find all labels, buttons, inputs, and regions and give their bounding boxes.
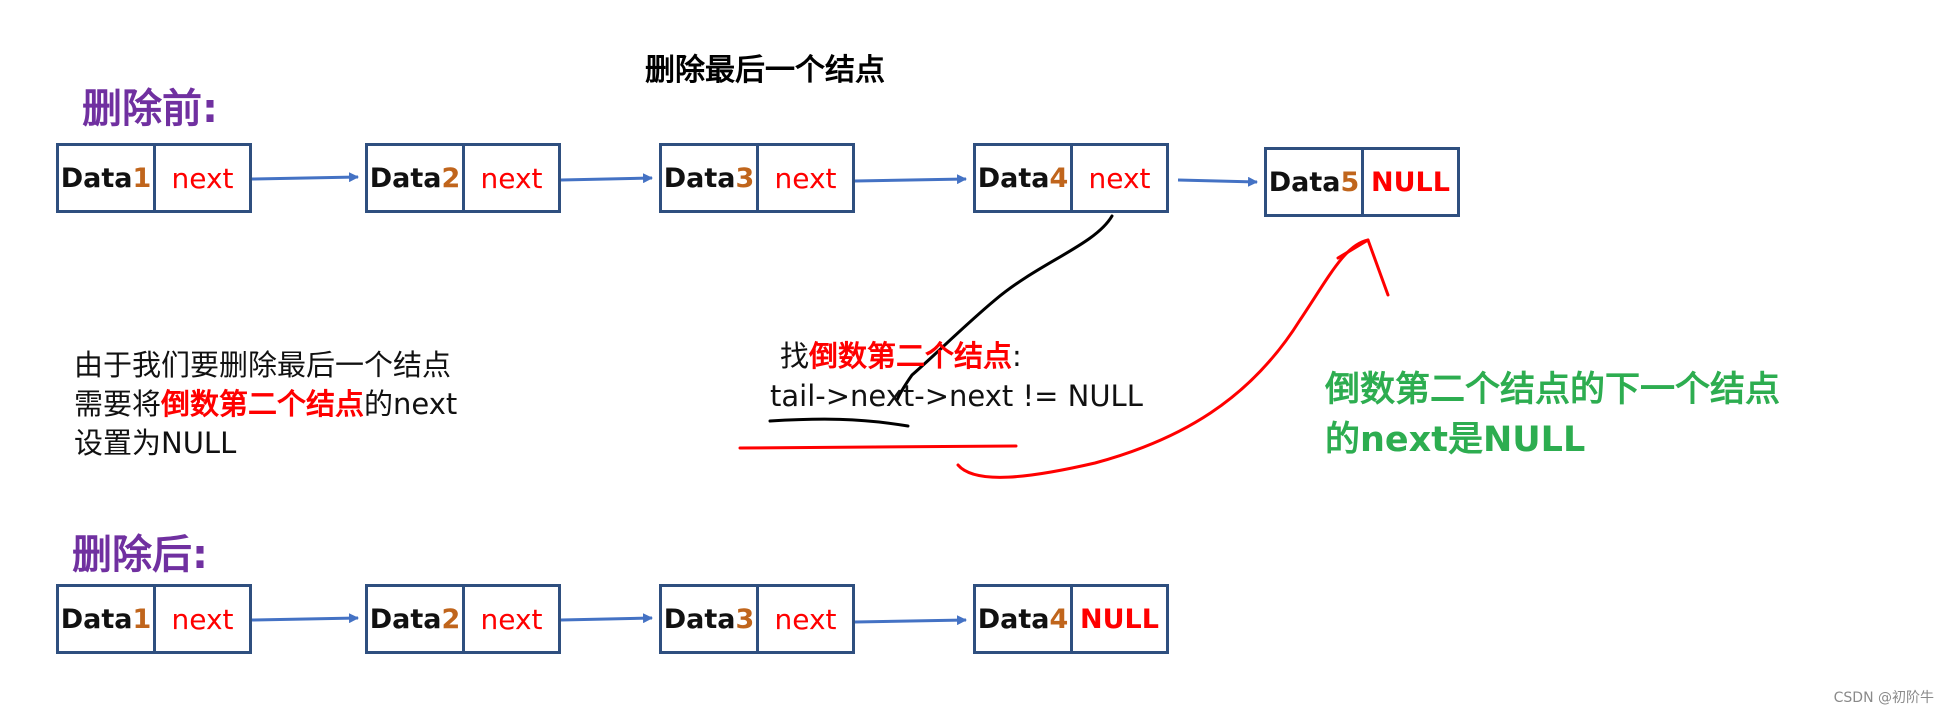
conclusion-line-2: 的next是NULL bbox=[1325, 420, 1586, 460]
explain-post: 的next bbox=[364, 387, 458, 421]
pointer-curve bbox=[895, 214, 1114, 402]
link-arrow bbox=[854, 615, 967, 626]
data-number: 5 bbox=[1340, 166, 1360, 198]
data-label: Data bbox=[663, 603, 736, 635]
find-prefix: 找 bbox=[780, 339, 810, 373]
code-underline bbox=[768, 417, 910, 428]
data-label: Data bbox=[977, 603, 1050, 635]
next-pointer-cell: next bbox=[171, 602, 234, 636]
link-arrow bbox=[854, 174, 967, 185]
red-curve-arrow bbox=[956, 238, 1370, 479]
link-arrow bbox=[251, 172, 359, 183]
conclusion-text: 倒数第二个结点的下一个结点 的next是NULL bbox=[1325, 365, 1780, 465]
next-pointer-cell: next bbox=[171, 161, 234, 195]
red-underline bbox=[738, 444, 1018, 450]
link-arrow bbox=[1177, 176, 1258, 187]
diagram-title: 删除最后一个结点 bbox=[645, 53, 885, 88]
data-label: Data bbox=[60, 162, 133, 194]
find-suffix: : bbox=[1012, 339, 1022, 373]
data-number: 2 bbox=[441, 603, 461, 635]
link-arrow bbox=[560, 173, 653, 184]
next-pointer-cell: next bbox=[480, 602, 543, 636]
data-label: Data bbox=[60, 603, 133, 635]
link-arrow bbox=[560, 613, 653, 624]
link-arrow bbox=[251, 613, 359, 624]
next-pointer-cell: next bbox=[480, 161, 543, 195]
code-condition: tail->next->next != NULL bbox=[770, 379, 1143, 413]
conclusion-line-1: 倒数第二个结点的下一个结点 bbox=[1325, 370, 1781, 410]
red-arrowhead bbox=[1336, 238, 1390, 297]
data-number: 4 bbox=[1049, 603, 1069, 635]
explain-pre: 需要将 bbox=[74, 387, 162, 421]
data-label: Data bbox=[369, 162, 442, 194]
null-pointer-cell: NULL bbox=[1371, 166, 1450, 198]
data-number: 1 bbox=[132, 162, 152, 194]
explain-line-3: 设置为NULL bbox=[74, 426, 237, 460]
data-number: 4 bbox=[1049, 162, 1069, 194]
data-number: 3 bbox=[735, 162, 755, 194]
explain-line-1: 由于我们要删除最后一个结点 bbox=[74, 348, 452, 382]
find-heading: 找倒数第二个结点: bbox=[780, 337, 1022, 376]
find-highlight: 倒数第二个结点 bbox=[809, 339, 1013, 373]
before-label: 删除前: bbox=[82, 86, 218, 132]
next-pointer-cell: next bbox=[1088, 161, 1151, 195]
next-pointer-cell: next bbox=[774, 602, 837, 636]
data-label: Data bbox=[1268, 166, 1341, 198]
data-label: Data bbox=[663, 162, 736, 194]
explain-highlight: 倒数第二个结点 bbox=[161, 387, 365, 421]
data-label: Data bbox=[977, 162, 1050, 194]
explain-text: 由于我们要删除最后一个结点 需要将倒数第二个结点的next 设置为NULL bbox=[74, 346, 457, 463]
data-number: 2 bbox=[441, 162, 461, 194]
data-number: 1 bbox=[132, 603, 152, 635]
next-pointer-cell: next bbox=[774, 161, 837, 195]
data-label: Data bbox=[369, 603, 442, 635]
data-number: 3 bbox=[735, 603, 755, 635]
after-label: 删除后: bbox=[72, 532, 208, 578]
null-pointer-cell: NULL bbox=[1080, 603, 1159, 635]
explain-line-2: 需要将倒数第二个结点的next bbox=[74, 385, 457, 424]
watermark: CSDN @初阶牛 bbox=[1833, 690, 1934, 706]
